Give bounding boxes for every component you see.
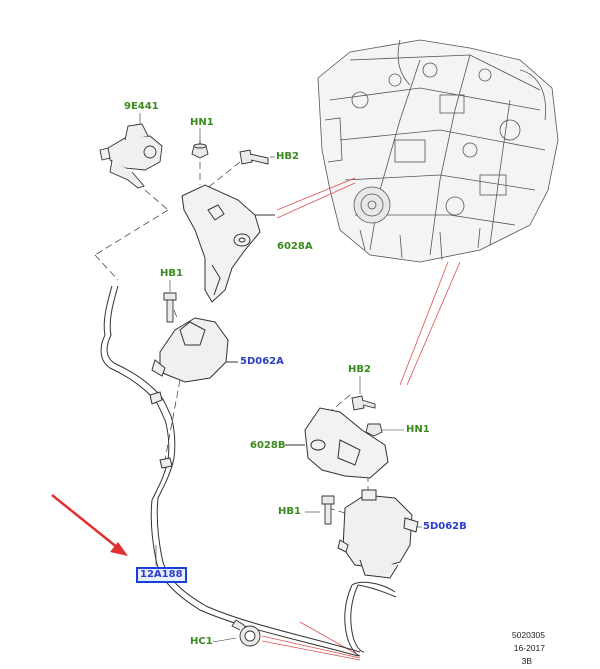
part-hb2-bolt-right[interactable] (351, 395, 376, 411)
part-hc1-clamp[interactable] (231, 619, 261, 647)
dashed-connection-lines (94, 140, 371, 516)
label-hb1-top[interactable]: HB1 (160, 268, 183, 279)
label-hc1[interactable]: HC1 (190, 636, 213, 647)
reference-revision: 3B (521, 656, 532, 666)
part-5d062b-mount[interactable] (337, 489, 419, 579)
engine-illustration (317, 39, 559, 263)
label-hn1-right[interactable]: HN1 (406, 424, 430, 435)
part-hb1-bolt-top[interactable] (163, 292, 177, 323)
red-leader-lines (261, 177, 461, 661)
part-hb1-bolt-right[interactable] (321, 495, 335, 525)
label-hn1-top[interactable]: HN1 (190, 117, 214, 128)
label-hb2-right[interactable]: HB2 (348, 364, 371, 375)
label-12a188-highlighted[interactable]: 12A188 (136, 567, 187, 583)
part-6028b-mount-bracket[interactable] (285, 407, 389, 479)
part-5d062a-mount[interactable] (151, 317, 238, 383)
reference-code: 5020305 (511, 630, 545, 640)
part-hb2-bolt-top[interactable] (239, 149, 269, 165)
label-leader-ticks (139, 113, 422, 643)
label-6028b[interactable]: 6028B (250, 440, 286, 451)
label-5d062b[interactable]: 5D062B (423, 521, 467, 532)
red-pointer-arrow (51, 494, 128, 556)
part-9e441-solenoid[interactable] (99, 123, 163, 189)
reference-date: 16-2017 (513, 643, 545, 653)
label-9e441[interactable]: 9E441 (124, 101, 159, 112)
label-hb2-top[interactable]: HB2 (276, 151, 299, 162)
label-hb1-right[interactable]: HB1 (278, 506, 301, 517)
part-hn1-nut-right[interactable] (365, 423, 383, 437)
label-6028a[interactable]: 6028A (277, 241, 313, 252)
part-6028a-mount-bracket[interactable] (181, 184, 275, 303)
part-hn1-nut-top[interactable] (191, 143, 209, 159)
part-12a188-vacuum-hose[interactable] (100, 285, 397, 657)
label-5d062a[interactable]: 5D062A (240, 356, 284, 367)
